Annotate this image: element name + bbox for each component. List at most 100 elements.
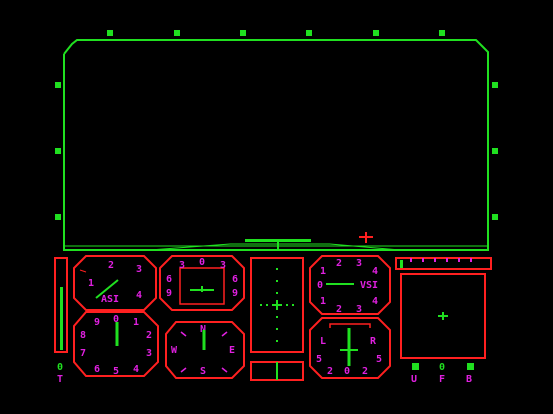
vsi-num: 4	[372, 266, 378, 277]
radar-frame	[400, 273, 486, 359]
side-marker	[55, 148, 61, 154]
engine-num: 2	[362, 366, 368, 377]
f-value: 0	[439, 362, 445, 373]
vsi-num: 1	[320, 266, 326, 277]
alt-num: 1	[133, 317, 139, 328]
engine-bezel	[309, 317, 391, 379]
alt-num: 5	[113, 366, 119, 377]
u-light	[412, 363, 419, 370]
engine-bracket	[329, 323, 371, 328]
top-marker	[107, 30, 113, 36]
windshield	[55, 30, 498, 251]
vsi-num: 3	[356, 258, 362, 269]
status-indicators: 0 U F B	[411, 362, 474, 385]
scope-dots	[260, 268, 294, 342]
engine-gauge: L R 5 5 2 0 2	[309, 317, 391, 379]
runway-outline	[149, 243, 401, 251]
side-marker	[55, 214, 61, 220]
engine-num: 0	[344, 366, 350, 377]
compass-tick	[180, 331, 187, 337]
compass-n: N	[200, 324, 206, 335]
vsi-num: 0	[317, 280, 323, 291]
side-marker	[492, 148, 498, 154]
compass-w: W	[171, 345, 178, 356]
f-label: F	[439, 374, 445, 385]
compass-tick	[180, 367, 187, 373]
vsi-bezel	[309, 255, 391, 315]
vsi-num: 4	[372, 296, 378, 307]
scope-crosshair-icon	[272, 300, 282, 310]
side-marker	[55, 82, 61, 88]
altimeter-bezel	[73, 311, 159, 377]
attitude-num: 6	[166, 274, 172, 285]
b-label: B	[466, 374, 472, 385]
throttle-value: 0	[57, 362, 63, 373]
asi-num-3: 3	[136, 264, 142, 275]
engine-r: R	[370, 336, 377, 347]
engine-num: 5	[316, 354, 322, 365]
alt-num: 6	[94, 364, 100, 375]
target-plane-icon	[359, 232, 373, 243]
radar-blip-icon	[438, 312, 448, 320]
fuel-scale-frame	[395, 257, 492, 270]
alt-num: 3	[146, 348, 152, 359]
vsi-num: 2	[336, 304, 342, 315]
side-marker	[492, 82, 498, 88]
asi-label: ASI	[101, 294, 119, 305]
attitude-num: 3	[220, 260, 226, 271]
vsi-num: 3	[356, 304, 362, 315]
top-marker	[240, 30, 246, 36]
attitude-inner	[179, 267, 225, 305]
throttle-frame	[54, 257, 68, 353]
asi-tick	[79, 269, 87, 273]
top-marker	[373, 30, 379, 36]
asi-needle	[95, 279, 119, 299]
attitude-bezel	[159, 255, 245, 311]
attitude-num: 9	[232, 288, 238, 299]
attitude-num: 9	[166, 288, 172, 299]
throttle-level-bar	[60, 287, 63, 350]
asi-num-1: 1	[88, 278, 94, 289]
asi-bezel	[73, 255, 157, 311]
scope-frame	[250, 257, 304, 353]
attitude-num: 3	[179, 260, 185, 271]
compass-e: E	[229, 345, 235, 356]
asi-num-4: 4	[136, 290, 142, 301]
vsi-num: 1	[320, 296, 326, 307]
compass-bezel	[165, 321, 245, 379]
top-marker	[174, 30, 180, 36]
alt-num: 8	[80, 330, 86, 341]
b-light	[467, 363, 474, 370]
center-scope	[250, 257, 304, 381]
compass-s: S	[200, 366, 206, 377]
engine-l: L	[320, 336, 326, 347]
compass: N W E S	[165, 321, 245, 379]
alt-num: 9	[94, 317, 100, 328]
attitude-num: 0	[199, 257, 205, 268]
alt-num: 0	[113, 314, 119, 325]
vsi-num: 2	[336, 258, 342, 269]
throttle-gauge: 0 T	[54, 257, 68, 385]
vertical-speed-indicator: 2 3 1 4 0 1 4 2 3 VSI	[309, 255, 391, 315]
vsi-label: VSI	[360, 280, 378, 291]
fuel-scale-ticks	[410, 258, 472, 262]
asi-num-2: 2	[108, 260, 114, 271]
top-marker	[306, 30, 312, 36]
compass-tick	[221, 367, 228, 373]
compass-tick	[221, 331, 228, 337]
attitude-indicator: 3 0 3 6 9 6 9	[159, 255, 245, 311]
alt-num: 4	[133, 364, 139, 375]
fuel-scale	[395, 257, 492, 270]
radar-panel	[400, 273, 486, 359]
fuel-scale-indicator	[400, 260, 403, 268]
airspeed-indicator: 1 2 3 4 ASI	[73, 255, 157, 311]
altimeter: 9 0 1 8 2 7 3 6 5 4	[73, 311, 159, 377]
engine-num: 5	[376, 354, 382, 365]
top-marker	[439, 30, 445, 36]
alt-num: 2	[146, 330, 152, 341]
u-label: U	[411, 374, 417, 385]
side-marker	[492, 214, 498, 220]
alt-num: 7	[80, 348, 86, 359]
engine-num: 2	[327, 366, 333, 377]
attitude-num: 6	[232, 274, 238, 285]
